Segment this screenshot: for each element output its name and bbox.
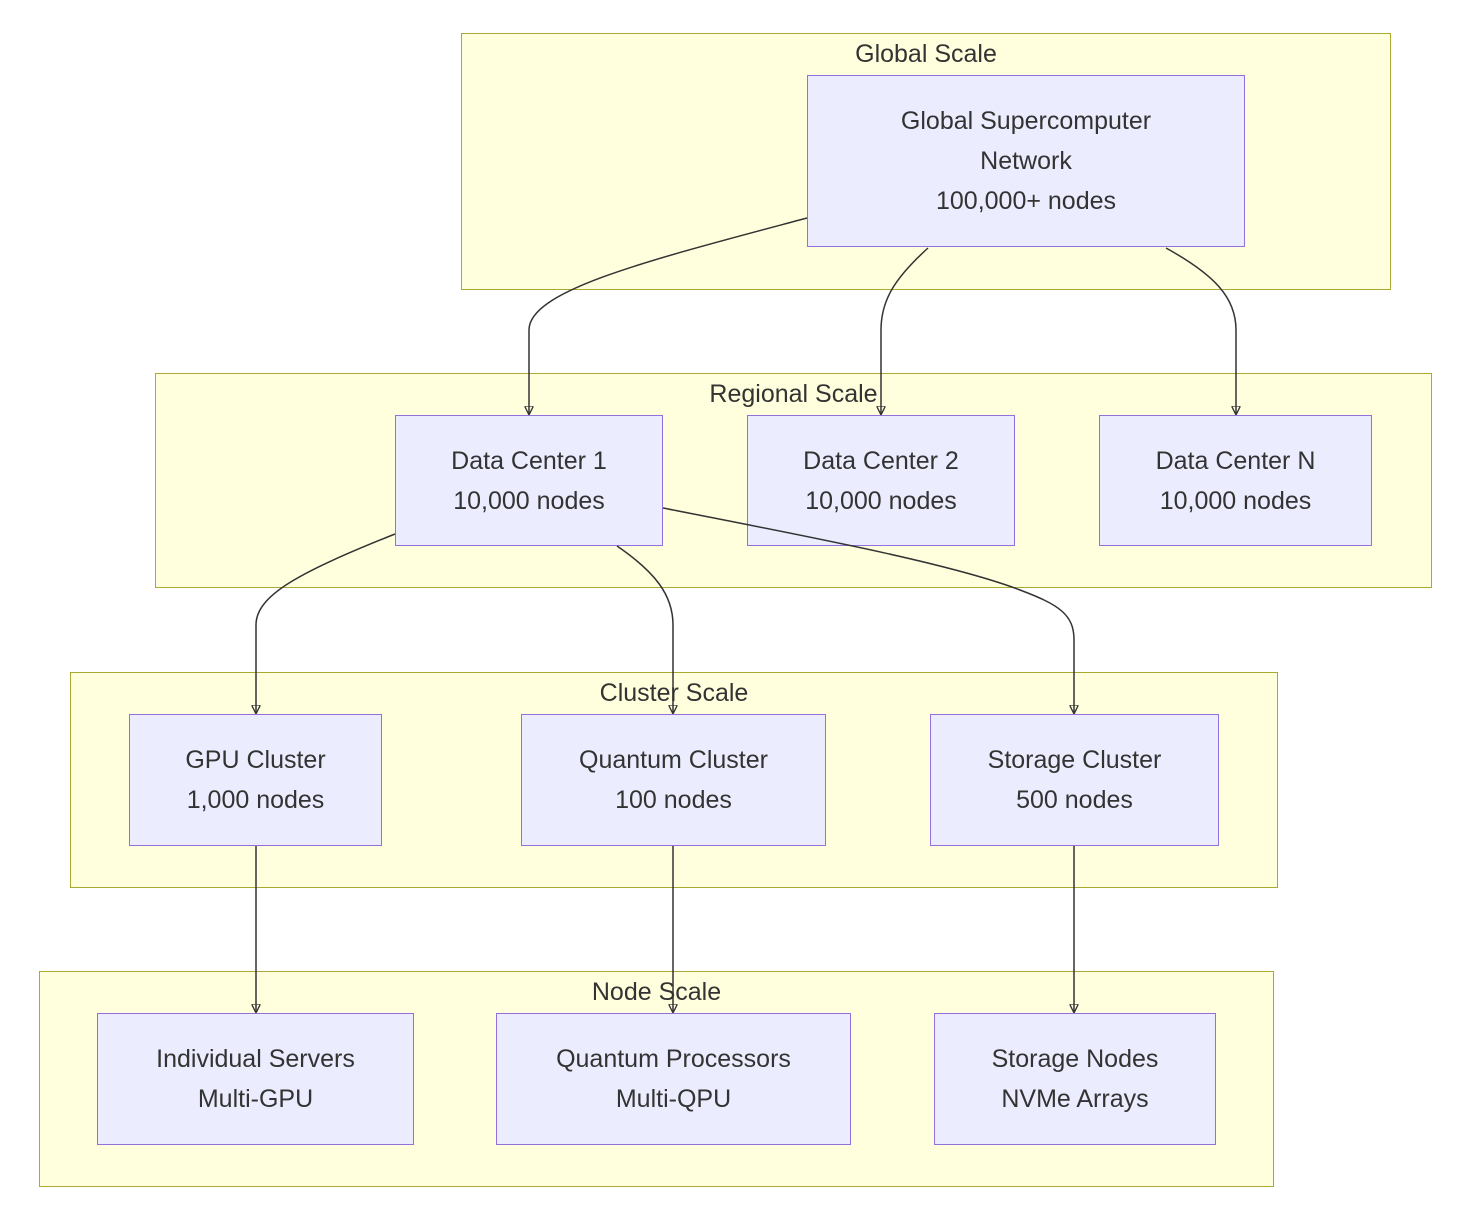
node-storage-cluster[interactable]: Storage Cluster 500 nodes [930, 714, 1219, 846]
node-label-line: 500 nodes [1016, 786, 1133, 814]
node-individual-servers[interactable]: Individual Servers Multi-GPU [97, 1013, 414, 1145]
subgraph-title: Cluster Scale [599, 679, 749, 707]
node-label-line: Quantum Cluster [579, 746, 768, 774]
subgraph-title: Global Scale [855, 40, 997, 68]
node-quantum-processors[interactable]: Quantum Processors Multi-QPU [496, 1013, 851, 1145]
edge-global-to-dc1 [529, 217, 808, 414]
node-label-line: Storage Cluster [987, 746, 1162, 774]
node-gpu-cluster[interactable]: GPU Cluster 1,000 nodes [129, 714, 382, 846]
node-label-line: Storage Nodes [991, 1045, 1159, 1073]
node-label-line: NVMe Arrays [1001, 1085, 1149, 1113]
subgraph-title: Regional Scale [709, 380, 878, 408]
node-quantum-cluster[interactable]: Quantum Cluster 100 nodes [521, 714, 826, 846]
edge-dc1-to-storage-cluster [662, 507, 1074, 713]
edge-global-to-dc2 [881, 247, 929, 414]
node-label-line: Multi-QPU [615, 1085, 732, 1113]
node-label-line: Data Center N [1155, 446, 1316, 475]
node-label-line: Data Center 2 [803, 446, 959, 475]
node-data-center-2[interactable]: Data Center 2 10,000 nodes [747, 415, 1015, 546]
node-label-line: 10,000 nodes [1159, 486, 1312, 515]
node-label-line: Individual Servers [156, 1045, 355, 1073]
node-data-center-n[interactable]: Data Center N 10,000 nodes [1099, 415, 1372, 546]
edge-global-to-dcn [1165, 247, 1236, 414]
node-data-center-1[interactable]: Data Center 1 10,000 nodes [395, 415, 663, 546]
node-global-network[interactable]: Global Supercomputer Network 100,000+ no… [807, 75, 1245, 247]
node-storage-nodes[interactable]: Storage Nodes NVMe Arrays [934, 1013, 1216, 1145]
node-label-line: Quantum Processors [556, 1045, 791, 1073]
node-label-line: Global Supercomputer [900, 107, 1152, 135]
node-label-line: 100 nodes [615, 786, 732, 814]
node-label-line: Network [980, 147, 1072, 175]
node-label-line: 10,000 nodes [805, 486, 957, 515]
subgraph-title: Node Scale [591, 978, 722, 1006]
node-label-line: 1,000 nodes [186, 786, 325, 814]
edge-dc1-to-quantum-cluster [616, 545, 673, 713]
node-label-line: 10,000 nodes [453, 486, 605, 515]
edge-dc1-to-gpu-cluster [256, 533, 396, 713]
node-label-line: GPU Cluster [185, 746, 326, 774]
node-label-line: 100,000+ nodes [935, 187, 1117, 215]
node-label-line: Data Center 1 [451, 446, 607, 475]
node-label-line: Multi-GPU [197, 1085, 314, 1113]
